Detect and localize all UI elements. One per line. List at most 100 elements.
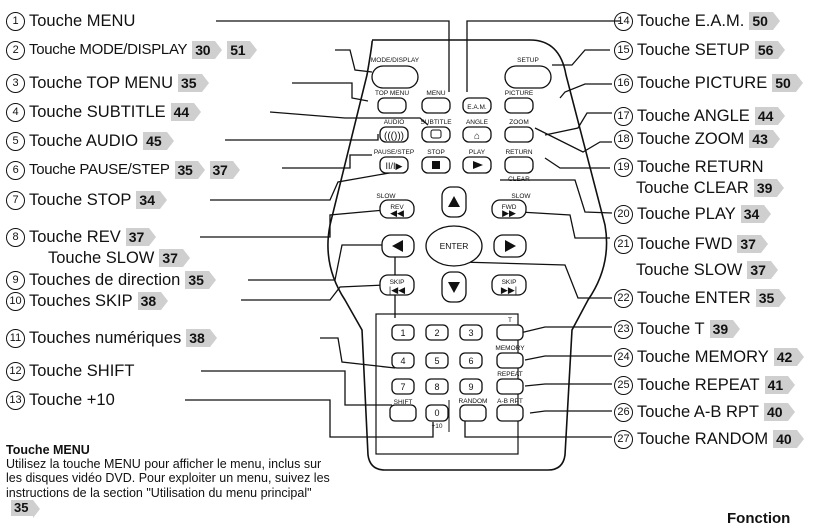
num-button-9[interactable] [459,378,483,395]
label-text: Touche AUDIO [29,132,139,150]
label-stop: 7 Touche STOP 34 [6,190,167,210]
label-eam: 14 Touche E.A.M. 50 [614,11,780,31]
label-text: Touches SKIP [29,292,133,310]
callout-number: 7 [6,190,25,210]
fwd-button[interactable] [491,199,527,219]
setup-label: SETUP [517,57,539,64]
zero-label: 0 [434,408,439,418]
arrow-left-icon [392,240,403,252]
callout-number: 27 [614,429,633,449]
note-body: Utilisez la touche MENU pour afficher le… [6,457,330,500]
pause-step-icon: II/I▶ [386,161,403,171]
label-text: Touche SETUP [637,41,750,59]
return-clear-button[interactable] [504,156,534,174]
num-label-4: 4 [400,356,405,366]
pause-step-button[interactable] [379,156,409,174]
eam-button-label: E.A.M. [467,104,487,111]
ab-rpt-label: A-B RPT [497,398,523,405]
callout-number: 16 [614,73,633,93]
callout-number: 5 [6,131,25,151]
page-ref: 35 [174,161,205,179]
callout-number: 21 [614,234,633,254]
leader-lines [185,20,620,438]
page-ref: 50 [749,12,780,30]
callout-number: 26 [614,402,633,422]
skip-left-button[interactable] [379,274,415,296]
memory-button[interactable] [496,352,524,369]
callout-number: 12 [6,361,25,381]
skip-right-button[interactable] [491,274,527,296]
pause-step-label: PAUSE/STEP [374,149,414,156]
callout-number: 19 [614,157,633,177]
enter-label: ENTER [440,241,469,251]
page-ref: 37 [737,235,768,253]
t-button[interactable] [496,324,524,341]
picture-button[interactable] [504,97,534,114]
page-ref: 51 [227,41,258,59]
num-button-2[interactable] [425,324,449,341]
subtitle-label: SUBTITLE [420,119,452,126]
label-mode-display: 2 Touche MODE/DISPLAY 30 51 [6,40,258,60]
rewind-icon: ◀◀ [390,208,404,218]
label-text: Touche SLOW [636,261,743,279]
page-ref: 37 [209,161,240,179]
shift-label: SHIFT [394,399,413,406]
zoom-button[interactable] [504,126,534,143]
page-ref: 38 [137,292,168,310]
mode-display-button[interactable] [371,65,419,89]
angle-button[interactable] [462,126,492,143]
label-shift: 12 Touche SHIFT [6,361,134,381]
play-icon [473,161,483,169]
audio-label: AUDIO [384,119,405,126]
callout-number: 22 [614,288,633,308]
num-label-5: 5 [434,356,439,366]
label-setup: 15 Touche SETUP 56 [614,40,785,60]
setup-button[interactable] [504,65,552,89]
page-ref: 39 [709,320,740,338]
callout-number: 15 [614,40,633,60]
label-t: 23 Touche T 39 [614,319,740,339]
label-fwd: 21 Touche FWD 37 [614,234,768,254]
num-button-5[interactable] [425,352,449,369]
num-button-7[interactable] [391,378,415,395]
shift-button[interactable] [389,404,417,422]
subtitle-button[interactable] [421,126,451,143]
label-text: Touche REV [29,228,121,246]
label-text: Touche MODE/DISPLAY [29,41,188,58]
label-text: Touches de direction [29,271,181,289]
label-random: 27 Touche RANDOM 40 [614,429,804,449]
num-button-8[interactable] [425,378,449,395]
eam-button[interactable] [462,97,492,114]
skip-back-icon: |◀◀ [389,285,405,295]
top-menu-button[interactable] [377,97,407,114]
label-text: Touche T [637,320,705,338]
num-button-1[interactable] [391,324,415,341]
camera-icon: ⌂ [474,131,480,142]
repeat-button[interactable] [496,378,524,395]
return-label: RETURN [505,149,532,156]
enter-button[interactable] [425,225,483,267]
num-button-4[interactable] [391,352,415,369]
page-ref: 37 [125,228,156,246]
callout-number: 3 [6,73,25,93]
page-ref: 34 [740,205,771,223]
num-button-6[interactable] [459,352,483,369]
direction-icons: ◀◀ ▶▶ |◀◀ ▶▶| [389,196,517,295]
random-button[interactable] [459,404,487,422]
plus10-label: +10 [431,423,442,430]
ab-rpt-button[interactable] [496,404,524,422]
label-zoom: 18 Touche ZOOM 43 [614,129,780,149]
num-button-3[interactable] [459,324,483,341]
label-text: Touche CLEAR [636,179,749,197]
audio-button[interactable] [379,126,409,143]
label-ab-rpt: 26 Touche A-B RPT 40 [614,402,795,422]
menu-label: MENU [426,90,445,97]
label-menu: 1 Touche MENU [6,11,135,31]
audio-icon: ((())) [384,131,404,142]
page-ref: 35 [755,289,786,307]
menu-button[interactable] [421,97,451,114]
num-label-1: 1 [400,328,405,338]
zero-plus10-button[interactable] [425,404,449,422]
rev-button[interactable] [379,199,415,219]
mode-display-label: MODE/DISPLAY [371,57,420,64]
